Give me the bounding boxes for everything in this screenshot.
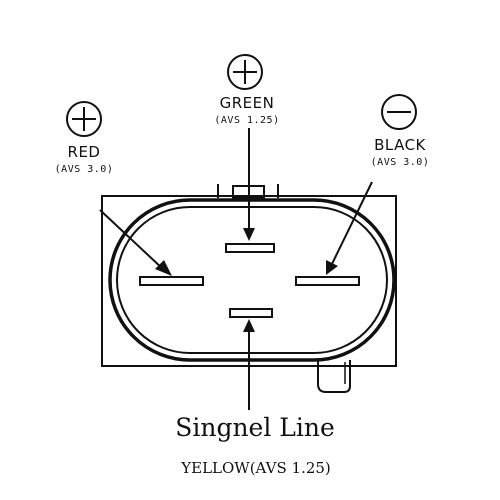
signal-line-title: Singnel Line	[175, 413, 335, 442]
red-pin-spec: (AVS 3.0)	[55, 164, 114, 175]
connector-clip	[317, 360, 351, 393]
leader-arrow-green	[243, 128, 255, 241]
pin-terminal-green	[225, 243, 275, 253]
green-pin-spec: (AVS 1.25)	[214, 115, 279, 126]
pin-terminal-black	[295, 276, 360, 286]
connector-inner-ring	[116, 206, 388, 354]
red-pin-name: RED	[68, 143, 101, 161]
leader-arrow-black	[326, 181, 373, 275]
leader-arrow-signal	[243, 319, 255, 410]
pin-terminal-red	[139, 276, 204, 286]
black-minus-icon	[381, 94, 417, 130]
green-plus-icon	[227, 54, 263, 90]
green-pin-name: GREEN	[220, 94, 275, 112]
black-pin-spec: (AVS 3.0)	[371, 157, 430, 168]
leader-arrow-red	[99, 209, 172, 276]
black-pin-name: BLACK	[374, 136, 426, 154]
signal-line-spec: YELLOW(AVS 1.25)	[180, 459, 331, 477]
red-plus-icon	[66, 101, 102, 137]
pin-terminal-signal	[229, 308, 273, 318]
connector-outer-ring	[108, 198, 396, 362]
